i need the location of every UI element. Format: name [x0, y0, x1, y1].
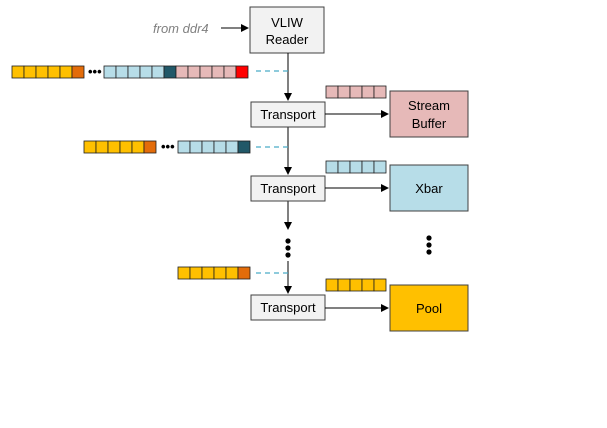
queue-xbar-cell	[325, 160, 339, 174]
transport-box-3: Transport	[250, 294, 326, 321]
stream1-right-cell	[103, 65, 117, 79]
stream-buffer-box: Stream Buffer	[389, 90, 469, 138]
stream1-right-cell	[163, 65, 177, 79]
stream1-right-cell	[235, 65, 249, 79]
queue-sb-cell	[325, 85, 339, 99]
transport-box-1: Transport	[250, 101, 326, 128]
stream1-left-cell	[47, 65, 61, 79]
stream-ellipsis-1: •••	[88, 64, 102, 79]
stream1-left-cell	[71, 65, 85, 79]
instruction-stream-3	[177, 266, 251, 280]
stream-buffer-line2: Buffer	[412, 116, 447, 131]
vertical-ellipsis-targets	[426, 235, 432, 255]
transport-box-2: Transport	[250, 175, 326, 202]
stream2-right-cell	[201, 140, 215, 154]
stream2-right-cell	[177, 140, 191, 154]
stream1-right-cell	[151, 65, 165, 79]
instruction-stream-2	[83, 140, 251, 154]
stream3-cell	[177, 266, 191, 280]
reader-line1: VLIW	[271, 15, 304, 30]
stream2-right-cell	[237, 140, 251, 154]
stream3-cell	[213, 266, 227, 280]
xbar-box: Xbar	[389, 164, 469, 212]
stream-ellipsis-2: •••	[161, 139, 175, 154]
stream2-left-cell	[95, 140, 109, 154]
xbar-label: Xbar	[415, 181, 443, 196]
stream1-left-cell	[35, 65, 49, 79]
pool-box: Pool	[389, 284, 469, 332]
vliw-reader-box: VLIW Reader	[249, 6, 325, 54]
queue-pool-cell	[349, 278, 363, 292]
stream3-cell	[201, 266, 215, 280]
vertical-ellipsis	[285, 238, 291, 258]
queue-pool-cell	[373, 278, 387, 292]
stream1-right-cell	[211, 65, 225, 79]
queue-xbar	[325, 160, 387, 174]
stream2-right-cell	[225, 140, 239, 154]
stream2-left-cell	[131, 140, 145, 154]
stream1-right-cell	[127, 65, 141, 79]
stream2-left-cell	[143, 140, 157, 154]
stream1-right-cell	[187, 65, 201, 79]
instruction-stream-1	[11, 65, 249, 79]
stream2-left-cell	[107, 140, 121, 154]
queue-pool-cell	[361, 278, 375, 292]
stream1-right-cell	[115, 65, 129, 79]
queue-pool-cell	[325, 278, 339, 292]
stream1-right-cell	[223, 65, 237, 79]
stream1-left-cell	[23, 65, 37, 79]
queue-pool-cell	[337, 278, 351, 292]
stream2-right-cell	[189, 140, 203, 154]
queue-stream-buffer	[325, 85, 387, 99]
queue-sb-cell	[373, 85, 387, 99]
transport-label-1: Transport	[260, 107, 316, 122]
stream1-left-cell	[59, 65, 73, 79]
stream3-cell	[237, 266, 251, 280]
source-label: from ddr4	[153, 21, 209, 36]
stream1-right-cell	[199, 65, 213, 79]
stream2-left-cell	[83, 140, 97, 154]
pool-label: Pool	[416, 301, 442, 316]
queue-sb-cell	[349, 85, 363, 99]
stream1-right-cell	[175, 65, 189, 79]
queue-pool	[325, 278, 387, 292]
stream2-right-cell	[213, 140, 227, 154]
stream1-right-cell	[139, 65, 153, 79]
stream-buffer-line1: Stream	[408, 98, 450, 113]
queue-xbar-cell	[361, 160, 375, 174]
reader-line2: Reader	[266, 32, 309, 47]
stream2-left-cell	[119, 140, 133, 154]
queue-xbar-cell	[373, 160, 387, 174]
queue-xbar-cell	[349, 160, 363, 174]
stream1-left-cell	[11, 65, 25, 79]
queue-sb-cell	[337, 85, 351, 99]
queue-xbar-cell	[337, 160, 351, 174]
transport-label-3: Transport	[260, 300, 316, 315]
transport-label-2: Transport	[260, 181, 316, 196]
stream3-cell	[189, 266, 203, 280]
stream3-cell	[225, 266, 239, 280]
queue-sb-cell	[361, 85, 375, 99]
